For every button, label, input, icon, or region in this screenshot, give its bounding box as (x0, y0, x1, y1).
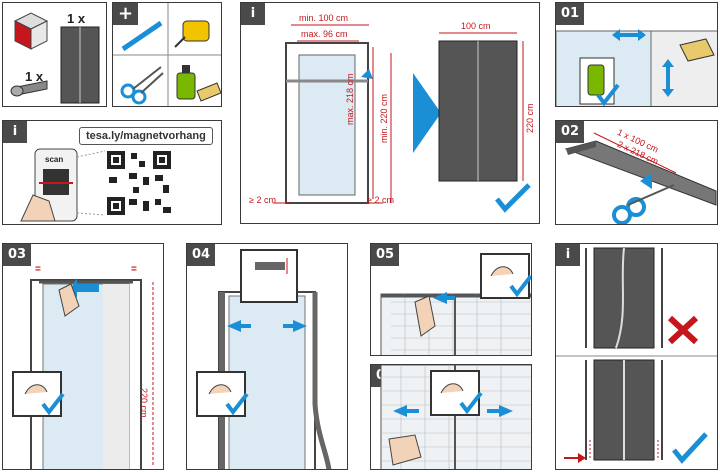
info-link-panel: i tesa.ly/magnetvorhang scan (2, 120, 222, 225)
step-01-badge: 01 (556, 3, 585, 25)
curtain-quantity: 1 x (67, 11, 86, 26)
min-width-label: min. 100 cm (299, 13, 349, 23)
contents-illustration (10, 12, 100, 104)
step-04-panel: 04 (186, 243, 348, 470)
step-05-panel: 05 (370, 243, 532, 356)
tools-badge: + (113, 3, 139, 25)
margin-left-label: ≥ 2 cm (249, 195, 276, 205)
step-02-panel: 02 1 x 100 cm 2 x 218 cm (555, 120, 718, 225)
step-03-illustration (12, 278, 154, 469)
qr-url-link[interactable]: tesa.ly/magnetvorhang (79, 127, 213, 145)
tools-panel: + (112, 2, 222, 107)
tape-quantity: 1 x (25, 69, 44, 84)
max-width-label: max. 96 cm (301, 29, 348, 39)
info-link-illustration (20, 148, 171, 222)
tools-illustration (113, 3, 221, 106)
step-03-panel: 03 = = 220 cm (2, 243, 164, 470)
step-06-illustration (380, 365, 531, 469)
step-05-badge: 05 (371, 244, 400, 266)
info-link-badge: i (3, 121, 27, 143)
step-05-illustration (380, 253, 531, 355)
step-04-badge: 04 (187, 244, 216, 266)
measure-panel: i min. 100 cm max. 96 cm max. 218 cm min… (240, 2, 540, 224)
curtain-height-label: 220 cm (525, 103, 535, 133)
equal-left-label: = (35, 264, 41, 275)
phone-scan-label: scan (45, 155, 64, 164)
equal-right-label: = (131, 264, 137, 275)
step-03-badge: 03 (3, 244, 32, 266)
step-03-height-label: 220 cm (139, 388, 149, 418)
curtain-width-label: 100 cm (461, 21, 491, 31)
step-02-badge: 02 (556, 121, 585, 143)
measure-info-badge: i (241, 3, 265, 25)
step-06-panel: 06 (370, 364, 532, 470)
step-01-panel: 01 (555, 2, 718, 107)
result-info-panel: i (555, 243, 718, 470)
result-info-badge: i (556, 244, 580, 266)
step-02-illustration (564, 132, 717, 224)
max-height-label: max. 218 cm (345, 73, 355, 125)
step-01-illustration (556, 29, 717, 106)
measure-illustration (273, 24, 531, 213)
step-04-illustration (196, 249, 332, 469)
margin-right-label: ≥ 2 cm (367, 195, 394, 205)
result-illustration (556, 247, 717, 464)
contents-panel: 1 x 1 x (2, 2, 107, 107)
min-height-label: min. 220 cm (379, 93, 389, 143)
